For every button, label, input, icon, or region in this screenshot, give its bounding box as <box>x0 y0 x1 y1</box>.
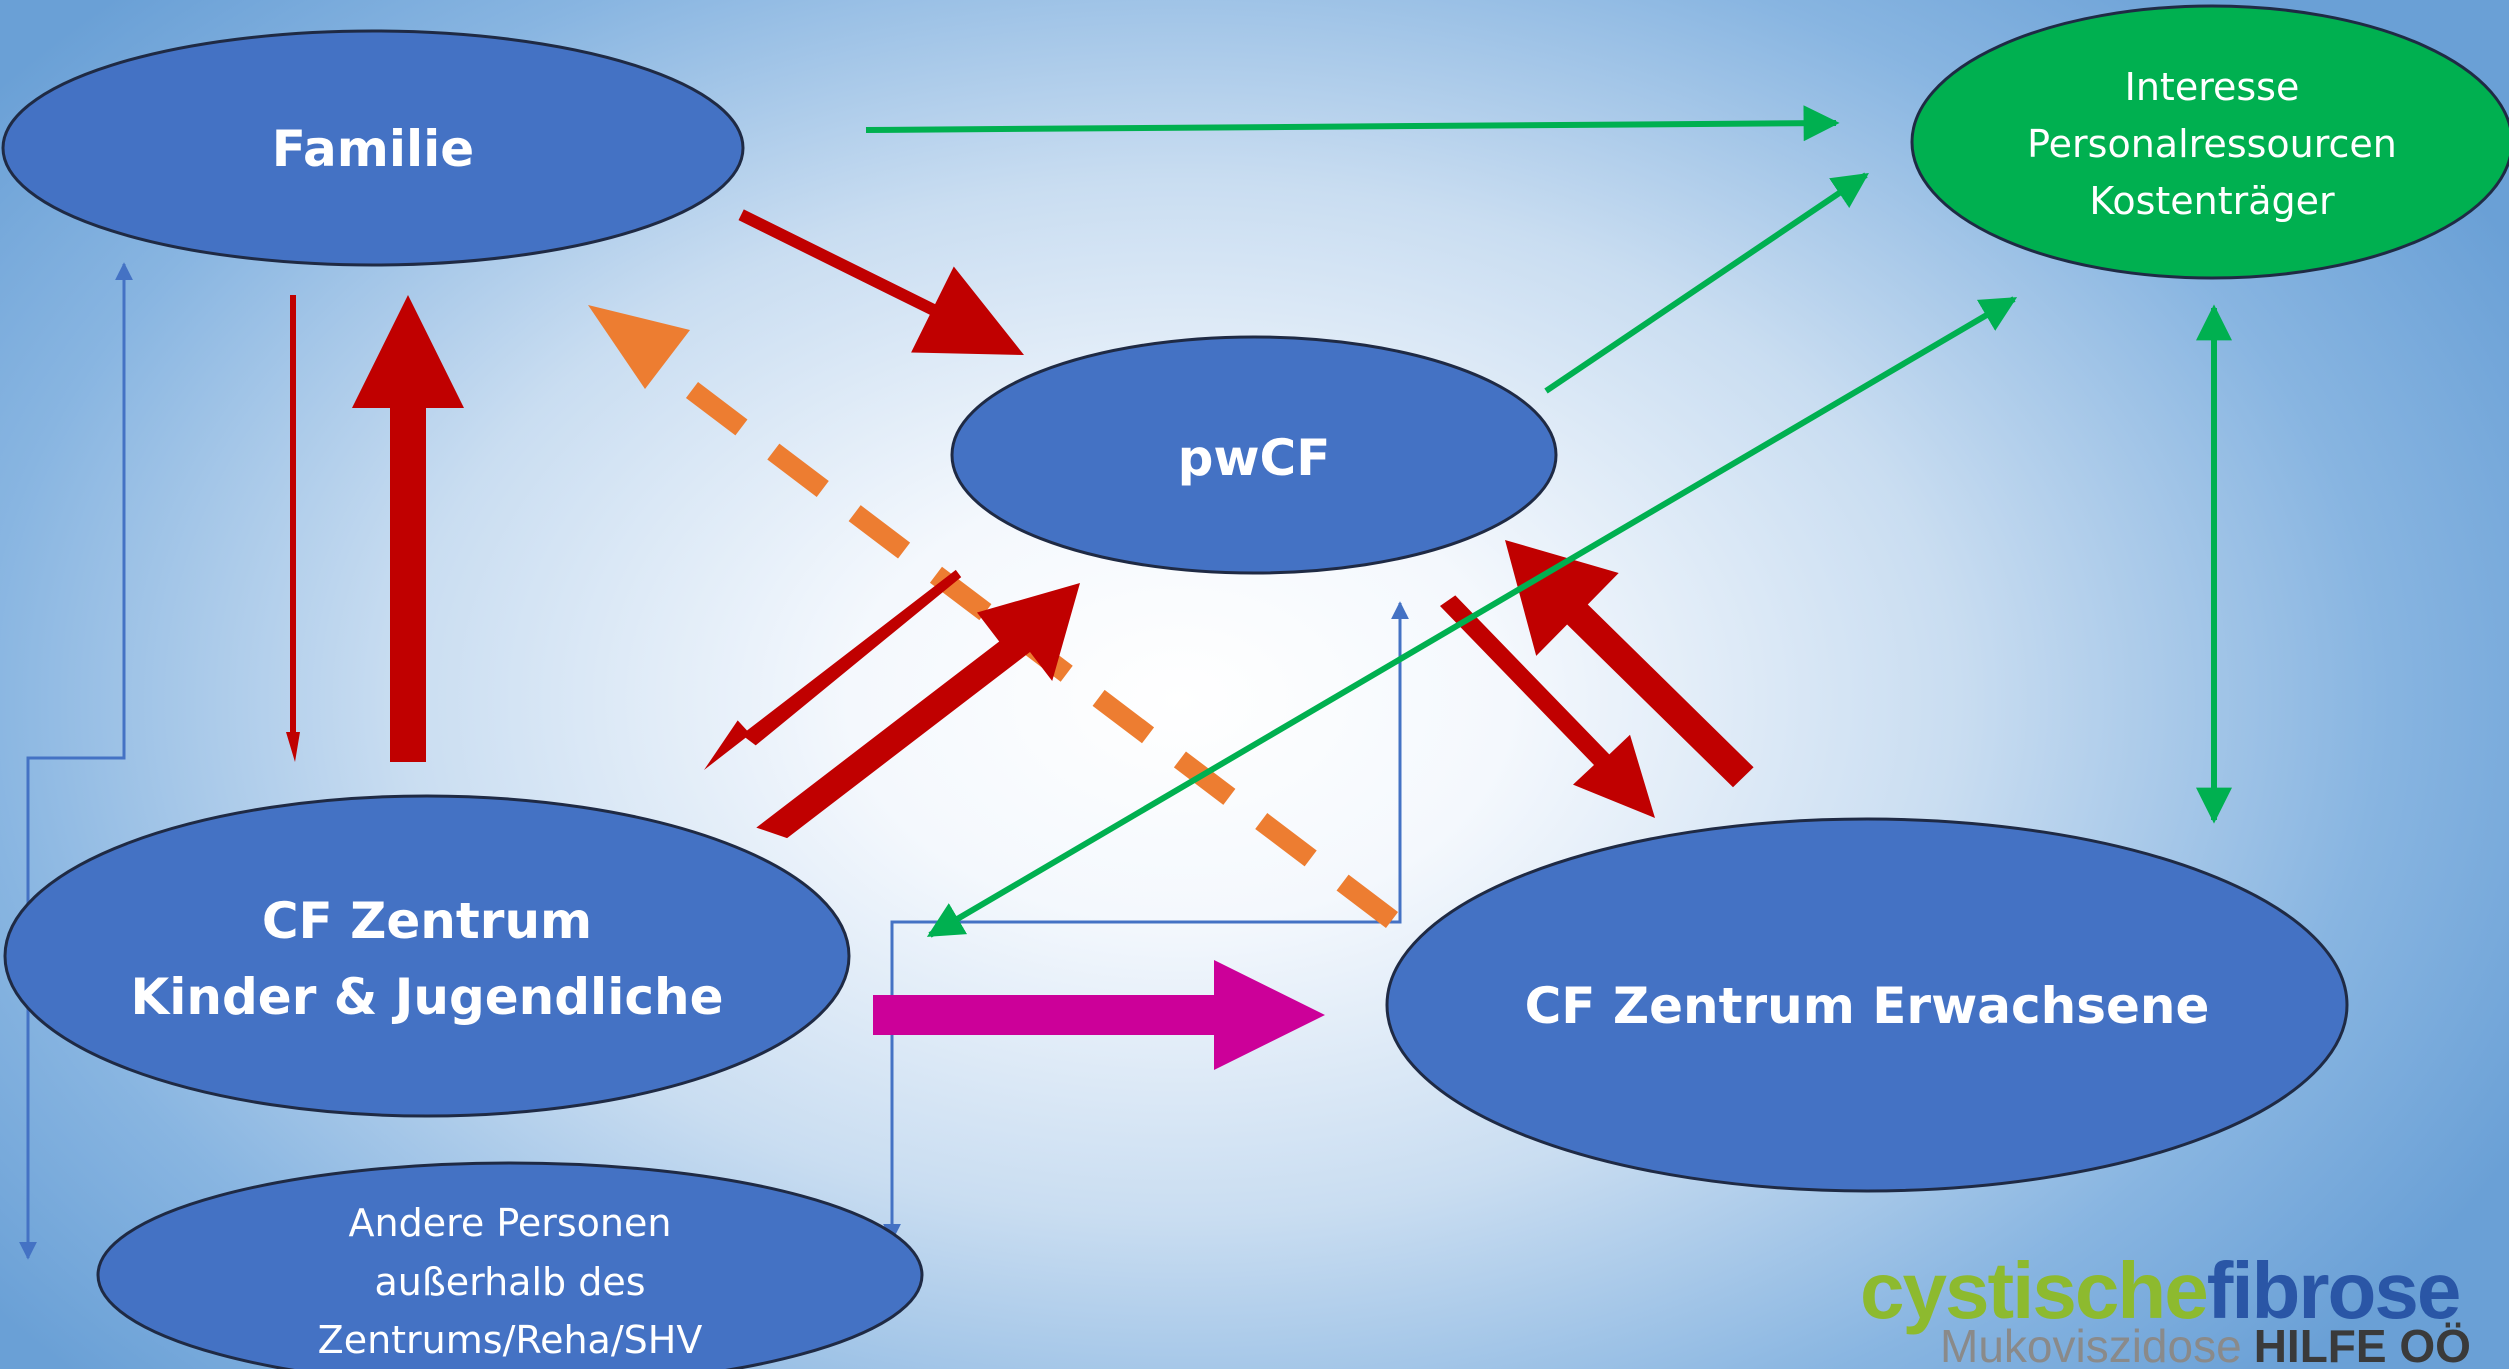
node-cf-erwachsene-label: CF Zentrum Erwachsene <box>1525 977 2210 1035</box>
node-andere-line-2: außerhalb des <box>374 1260 645 1304</box>
node-cf-erwachsene: CF Zentrum Erwachsene <box>1385 817 2349 1193</box>
node-interesse: Interesse Personalressourcen Kostenträge… <box>1910 4 2509 280</box>
node-andere-line-1: Andere Personen <box>349 1201 672 1245</box>
node-interesse-line-1: Interesse <box>2125 65 2300 109</box>
arrow-pwcf-to-interesse <box>1544 172 1869 394</box>
node-familie: Familie <box>1 29 745 267</box>
arrow-kinder-to-familie <box>352 295 464 762</box>
green-arrows <box>865 105 2232 938</box>
node-cf-kinder-line-1: CF Zentrum <box>262 892 592 950</box>
node-familie-label: Familie <box>272 120 474 178</box>
node-pwcf: pwCF <box>950 335 1558 575</box>
node-andere: Andere Personen außerhalb des Zentrums/R… <box>96 1161 924 1369</box>
connector-familie-andere <box>19 262 133 1260</box>
arrow-kinder-to-erwachsene <box>873 960 1325 1070</box>
node-cf-kinder: CF Zentrum Kinder & Jugendliche <box>3 794 851 1118</box>
node-interesse-line-3: Kostenträger <box>2089 179 2335 223</box>
node-andere-line-3: Zentrums/Reha/SHV <box>318 1318 703 1362</box>
node-interesse-line-2: Personalressourcen <box>2027 122 2397 166</box>
node-cf-kinder-line-2: Kinder & Jugendliche <box>131 968 724 1026</box>
arrow-pwcf-to-kinder <box>704 569 962 770</box>
arrow-kinder-to-pwcf <box>756 583 1080 839</box>
arrow-familie-to-pwcf <box>738 209 1024 355</box>
arrow-familie-to-interesse <box>865 105 1840 142</box>
logo-sub-hilfe: HILFE OÖ <box>2254 1320 2471 1369</box>
logo-sub-mukoviszidose: Mukoviszidose <box>1940 1320 2242 1369</box>
logo-word-fibrose: fibrose <box>2207 1246 2460 1335</box>
logo-word-cystische: cystische <box>1860 1246 2207 1335</box>
arrow-familie-to-kinder <box>286 295 300 762</box>
node-pwcf-label: pwCF <box>1178 429 1331 487</box>
logo-wordmark: cystischefibrose <box>1860 1246 2459 1335</box>
arrow-interesse-kinder <box>926 296 2018 938</box>
